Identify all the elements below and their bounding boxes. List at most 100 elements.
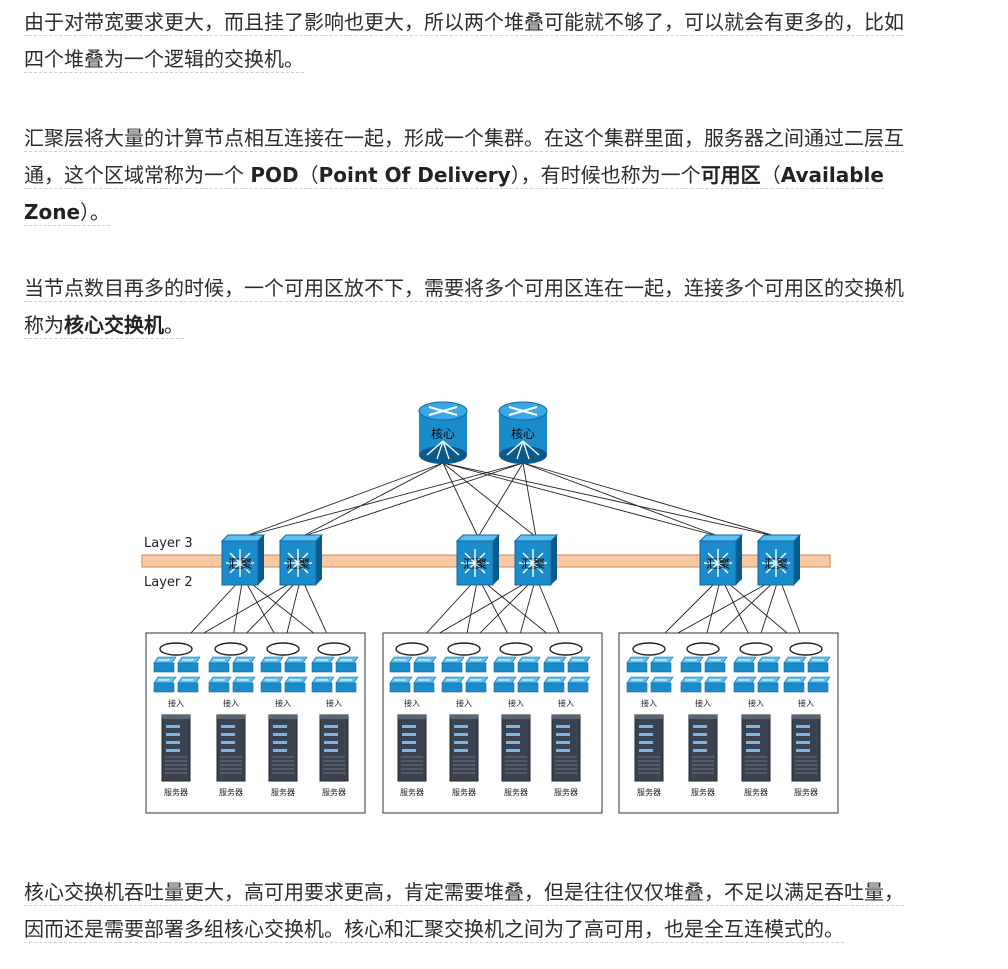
server-bay bbox=[506, 733, 520, 736]
access-switch-icon bbox=[153, 656, 201, 693]
link-line bbox=[300, 462, 524, 538]
server-bay bbox=[273, 749, 287, 752]
access-front bbox=[807, 662, 829, 673]
access-label: 接入 bbox=[168, 698, 184, 708]
switch-arrow bbox=[765, 552, 777, 564]
stack-ring-icon bbox=[266, 642, 300, 656]
server-bay bbox=[746, 733, 760, 736]
server-bay bbox=[693, 725, 707, 728]
link-line bbox=[442, 462, 537, 538]
router-arrow bbox=[426, 440, 444, 456]
server-bay bbox=[166, 725, 180, 728]
text-segment: 通，这个区域常称为一个 bbox=[24, 163, 251, 187]
access-front bbox=[465, 662, 487, 673]
link-line bbox=[442, 462, 780, 538]
access-front bbox=[177, 662, 199, 673]
access-front bbox=[232, 682, 254, 693]
server-bay bbox=[454, 725, 468, 728]
server-bay bbox=[746, 741, 760, 744]
access-front bbox=[680, 682, 702, 693]
text-line: 核心交换机吞吐量更大，高可用要求更高，肯定需要堆叠，但是往往仅仅堆叠，不足以满足… bbox=[24, 880, 904, 906]
stack-ring-icon bbox=[789, 642, 823, 656]
server-bay bbox=[796, 725, 810, 728]
access-front bbox=[208, 682, 230, 693]
access-front bbox=[783, 682, 805, 693]
switch-arrow bbox=[239, 552, 251, 564]
switch-top bbox=[278, 534, 324, 542]
router-arrow bbox=[508, 406, 538, 416]
server-label: 服务器 bbox=[637, 787, 661, 797]
access-front bbox=[650, 662, 672, 673]
server-bay bbox=[402, 725, 416, 728]
access-label: 接入 bbox=[275, 698, 291, 708]
aggregation-label: 汇聚 bbox=[521, 557, 545, 571]
aggregation-label: 汇聚 bbox=[463, 557, 487, 571]
aggregation-switch-icon: 汇聚 bbox=[455, 534, 501, 586]
access-front bbox=[153, 682, 175, 693]
switch-side bbox=[551, 535, 557, 585]
server-top bbox=[450, 715, 478, 719]
server-bay bbox=[166, 733, 180, 736]
switch-arrow bbox=[522, 562, 534, 574]
access-switch-icon bbox=[680, 656, 728, 693]
server-icon bbox=[319, 714, 349, 782]
server-bay bbox=[221, 741, 235, 744]
access-front bbox=[493, 682, 515, 693]
stack-ring-icon bbox=[499, 642, 533, 656]
router-arrow bbox=[436, 440, 444, 460]
server-bay bbox=[273, 733, 287, 736]
switch-arrow bbox=[229, 562, 241, 574]
text-segment: （ bbox=[760, 163, 781, 187]
access-switch-icon bbox=[783, 656, 831, 693]
switch-arrow bbox=[464, 562, 476, 574]
server-bay bbox=[402, 733, 416, 736]
server-top bbox=[398, 715, 426, 719]
term-pod: POD bbox=[250, 163, 299, 187]
server-bay bbox=[221, 749, 235, 752]
access-front bbox=[626, 682, 648, 693]
server-bay bbox=[166, 749, 180, 752]
switch-arrow bbox=[522, 552, 534, 564]
access-switch-icon bbox=[389, 656, 437, 693]
server-bay bbox=[324, 749, 338, 752]
access-front bbox=[493, 662, 515, 673]
text-line: 当节点数目再多的时候，一个可用区放不下，需要将多个可用区连在一起，连接多个可用区… bbox=[24, 276, 904, 302]
server-bay bbox=[402, 749, 416, 752]
access-label: 接入 bbox=[798, 698, 814, 708]
text-line: 汇聚层将大量的计算节点相互连接在一起，形成一个集群。在这个集群里面，服务器之间通… bbox=[24, 126, 904, 152]
switch-arrow bbox=[717, 562, 729, 574]
switch-side bbox=[736, 535, 742, 585]
server-icon bbox=[268, 714, 298, 782]
server-bay bbox=[796, 749, 810, 752]
link-line bbox=[522, 462, 537, 538]
server-bay bbox=[324, 725, 338, 728]
access-front bbox=[260, 682, 282, 693]
router-arrow bbox=[442, 440, 450, 460]
server-label: 服务器 bbox=[400, 787, 424, 797]
layer3-label: Layer 3 bbox=[144, 536, 193, 551]
access-switch-icon bbox=[260, 656, 308, 693]
server-body bbox=[449, 714, 479, 782]
access-front bbox=[441, 682, 463, 693]
aggregation-label: 汇聚 bbox=[228, 557, 252, 571]
server-bay bbox=[746, 725, 760, 728]
access-switch-icon bbox=[311, 656, 359, 693]
network-topology-diagram: Layer 3 Layer 2 核心核心汇聚汇聚汇聚汇聚汇聚汇聚接入服务器接入服… bbox=[141, 401, 839, 814]
server-top bbox=[792, 715, 820, 719]
access-label: 接入 bbox=[404, 698, 420, 708]
stack-ring-icon bbox=[395, 642, 429, 656]
server-icon bbox=[688, 714, 718, 782]
link-line bbox=[522, 462, 722, 538]
server-label: 服务器 bbox=[219, 787, 243, 797]
switch-side bbox=[794, 535, 800, 585]
stack-ring-icon bbox=[214, 642, 248, 656]
access-label: 接入 bbox=[223, 698, 239, 708]
link-line bbox=[300, 462, 444, 538]
text-line: 由于对带宽要求更大，而且挂了影响也更大，所以两个堆叠可能就不够了，可以就会有更多… bbox=[24, 10, 904, 36]
text-segment: （ bbox=[298, 163, 319, 187]
text-segment: 称为 bbox=[24, 313, 64, 337]
switch-top bbox=[756, 534, 802, 542]
switch-arrow bbox=[707, 552, 719, 564]
server-bay bbox=[796, 733, 810, 736]
server-bay bbox=[746, 749, 760, 752]
